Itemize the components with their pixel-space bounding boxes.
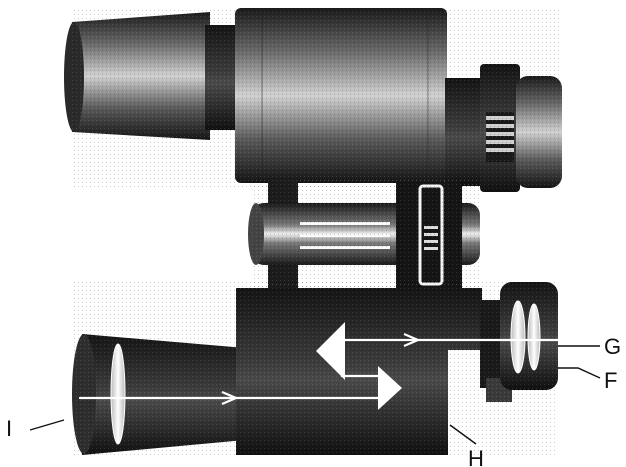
upper-barrel: [64, 8, 562, 192]
light-path-arrow-icon: [221, 390, 239, 406]
label-f: F: [604, 368, 617, 393]
label-g: G: [604, 334, 621, 359]
leader-f: [558, 367, 601, 379]
leader-i: [29, 419, 65, 431]
prism-upper: [316, 322, 345, 380]
label-h: H: [468, 446, 484, 467]
lower-barrel: [72, 282, 582, 457]
eyepiece-lens-front: [510, 300, 526, 374]
objective-lens: [110, 343, 126, 445]
label-i: I: [6, 416, 12, 441]
hinge-bridge: [248, 180, 480, 295]
light-path: [78, 338, 582, 400]
eyepiece-lens-rear: [527, 303, 541, 371]
leader-h: [449, 424, 477, 445]
callouts: G F I H: [6, 334, 621, 467]
light-path-arrow-upper-icon: [403, 332, 421, 348]
